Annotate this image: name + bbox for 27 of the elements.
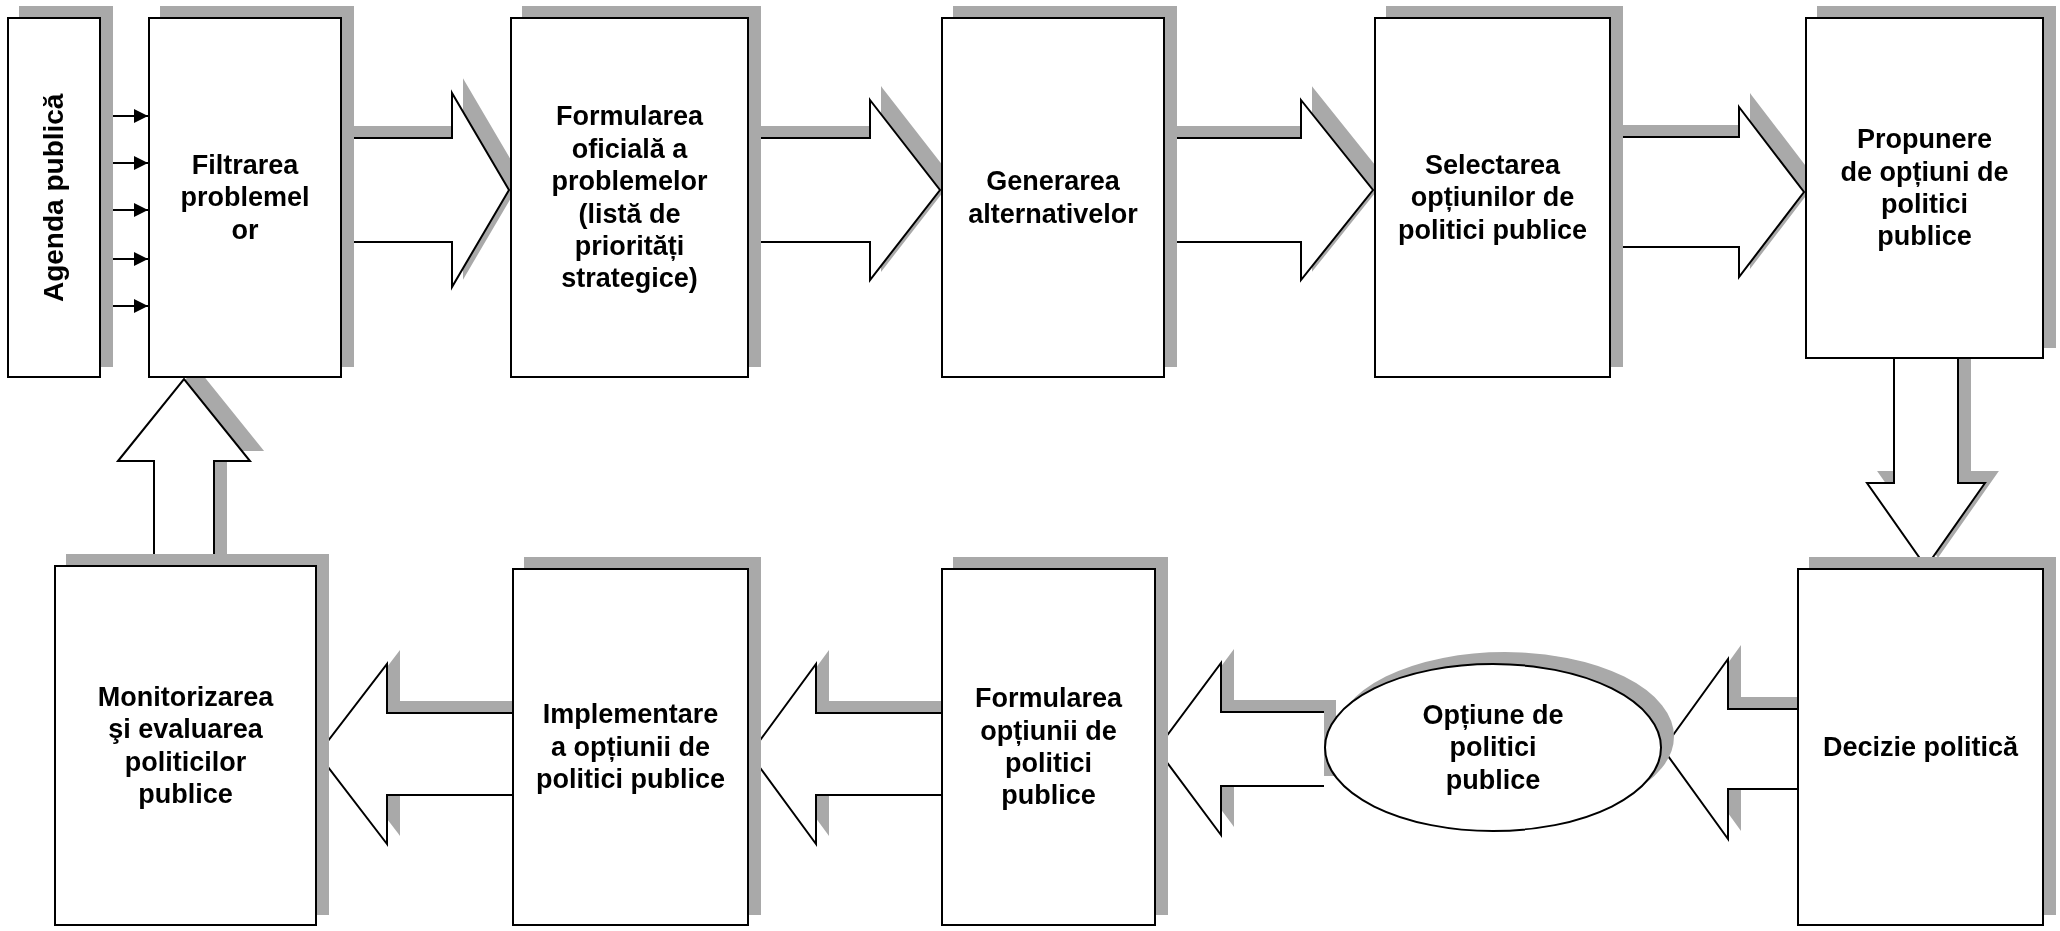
ellipse-node [1324, 663, 1662, 832]
process-box [1797, 568, 2044, 926]
node-label: Decizie politică [1821, 730, 2020, 764]
node-label: Filtrarea problemel or [179, 148, 311, 247]
process-box [941, 17, 1165, 378]
node-label: Generarea alternativelor [967, 165, 1139, 230]
process-box [1374, 17, 1611, 378]
arrow [100, 109, 149, 123]
node-label: Implementare a opțiunii de politici publice [535, 698, 726, 796]
arrow [100, 252, 149, 266]
node-label: Formularea oficială a problemelor (listă de priorități strategice) [550, 100, 709, 295]
process-box [54, 565, 317, 926]
process-box [512, 568, 749, 926]
node-label: Propunere de opțiuni de politici publice [1839, 123, 2010, 253]
node-label: Selectarea opțiunilor de politici publice [1397, 148, 1588, 247]
node-label: Opțiune de politici publice [1421, 698, 1565, 797]
vertical-text-box [7, 17, 101, 378]
process-box [148, 17, 342, 378]
process-box [1805, 17, 2044, 359]
node-label: Monitorizarea şi evaluarea politicilor publice [96, 680, 275, 811]
arrow [100, 156, 149, 170]
process-box [941, 568, 1156, 926]
node-label: Formularea opțiunii de politici publice [973, 682, 1124, 812]
arrow [100, 299, 149, 313]
node-label: Agenda publică [37, 93, 71, 302]
arrow [100, 203, 149, 217]
process-box [510, 17, 749, 378]
